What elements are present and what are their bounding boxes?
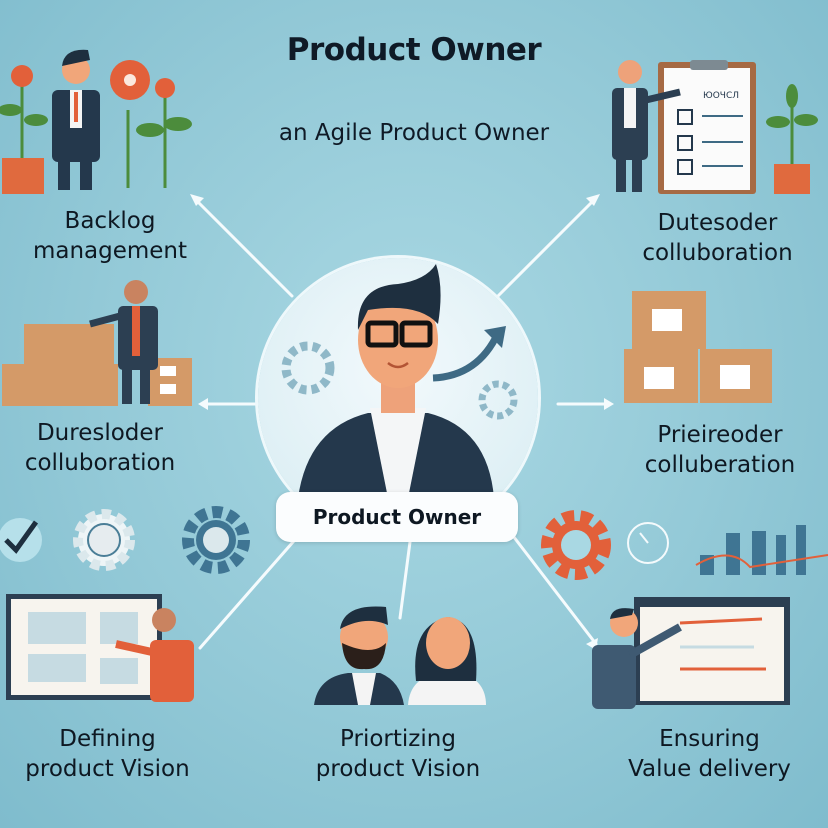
two-people-illustration (314, 606, 486, 705)
man-with-flowers-illustration (0, 49, 192, 194)
clipboard-checklist-illustration: ЮOЧCЛ (612, 60, 818, 194)
node-label-mid-left: Duresloder colluboration (24, 420, 176, 476)
man-with-boxes-illustration (2, 280, 192, 406)
page-title: Product Owner (286, 32, 542, 68)
gear-icon (182, 506, 250, 574)
node-label-mid-right: Prieireoder colluberation (644, 422, 796, 478)
presenter-chart-illustration (541, 510, 828, 709)
node-label-top-right: Dutesoder colluboration (642, 210, 793, 266)
page-subtitle: an Agile Product Owner (278, 120, 550, 146)
svg-text:ЮOЧCЛ: ЮOЧCЛ (703, 91, 739, 101)
presenter-screen-illustration (0, 506, 250, 702)
node-label-top-left: Backlog management (32, 208, 188, 264)
clock-icon (627, 522, 669, 564)
bar-chart-icon (700, 525, 806, 575)
node-label-bottom-left: Defining product Vision (25, 726, 190, 782)
stacked-boxes-illustration (624, 291, 772, 403)
gear-icon (541, 510, 611, 580)
node-label-bottom-right: Ensuring Value delivery (628, 726, 791, 782)
person-with-glasses-icon (281, 264, 518, 498)
node-label-bottom-center: Priortizing product Vision (315, 726, 481, 782)
checkmark-icon (4, 520, 39, 554)
center-badge: Product Owner (276, 492, 518, 542)
